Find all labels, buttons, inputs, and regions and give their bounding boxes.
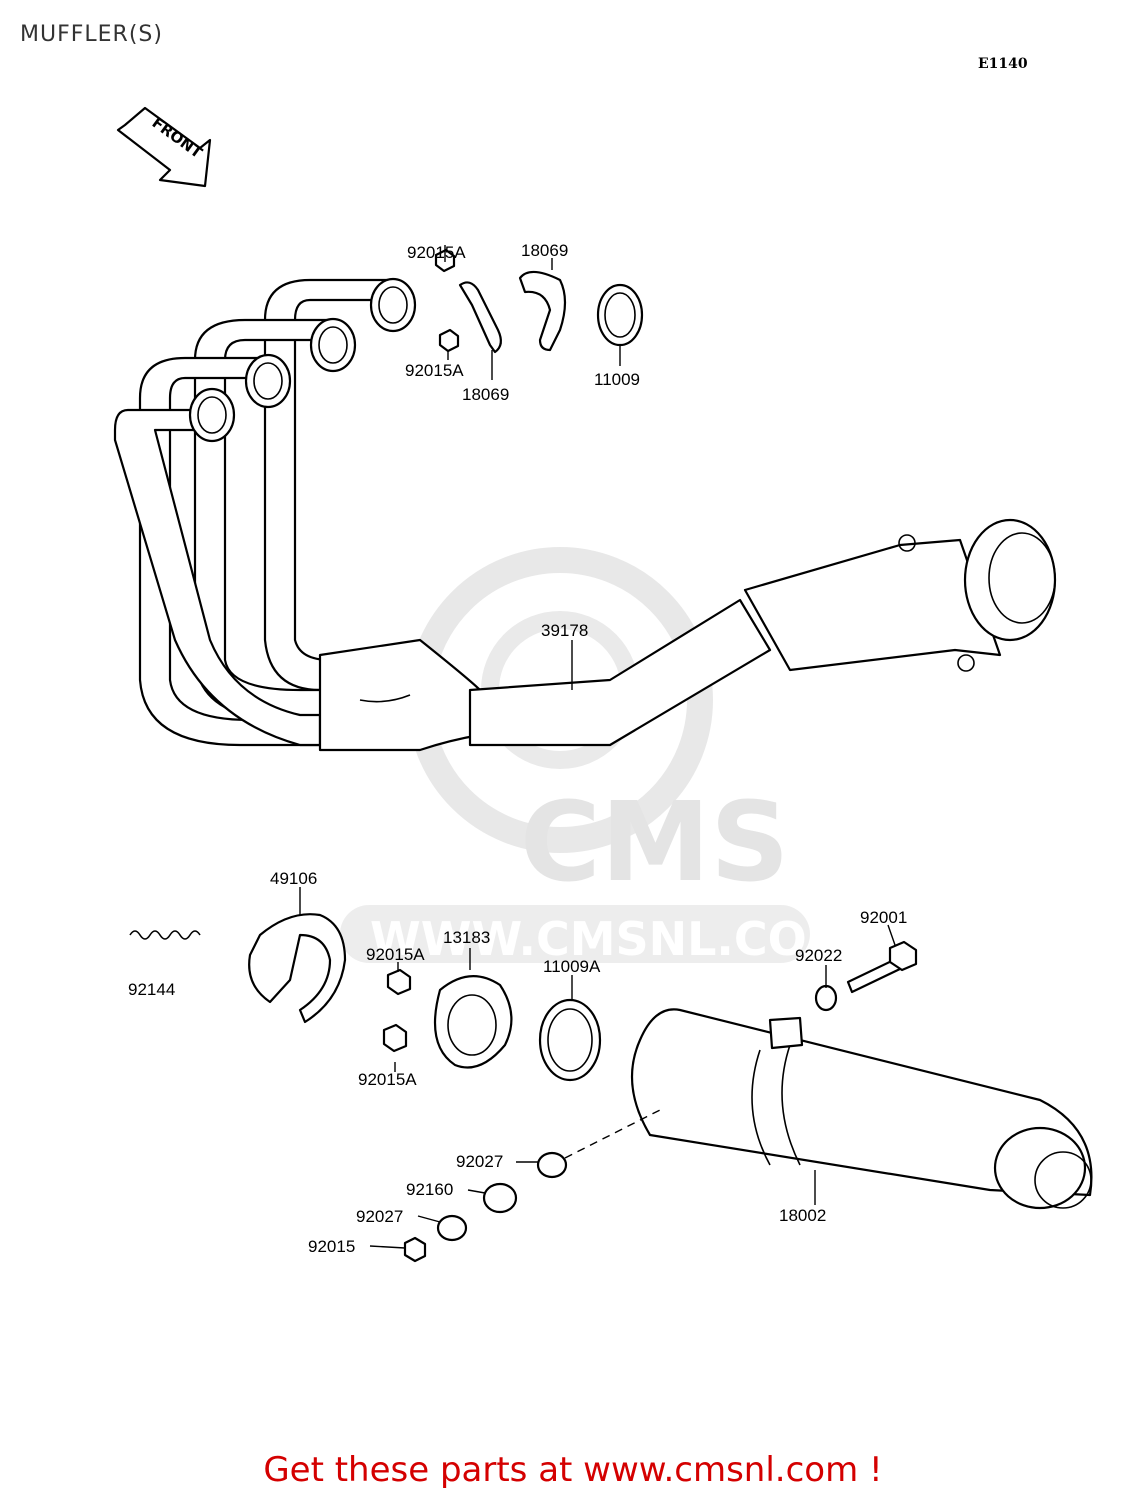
page-title: MUFFLER(S) xyxy=(20,22,163,47)
flange-18069-top xyxy=(518,270,567,352)
watermark-url: WWW.CMSNL.COM xyxy=(370,912,853,966)
part-number-labels: 92015A 18069 92015A 18069 11009 39178 49… xyxy=(128,241,907,1256)
part-label: 92015 xyxy=(308,1237,355,1256)
part-label: 92144 xyxy=(128,980,175,999)
part-label: 18069 xyxy=(521,241,568,260)
muffler-parts-lower xyxy=(129,913,1093,1263)
spring-92144 xyxy=(129,930,201,940)
flange-13183 xyxy=(433,975,513,1069)
part-label: 18069 xyxy=(462,385,509,404)
cms-watermark: CMS WWW.CMSNL.COM xyxy=(340,547,853,966)
washer-92022 xyxy=(814,984,838,1012)
grommet-92160 xyxy=(482,1182,518,1214)
leader-lines xyxy=(299,245,896,1249)
flange-parts-top xyxy=(434,248,644,354)
muffler-18002 xyxy=(630,1008,1093,1197)
part-label: 18002 xyxy=(779,1206,826,1225)
part-label: 92015A xyxy=(366,945,425,964)
muffler-bracket xyxy=(768,1016,804,1050)
part-label: 39178 xyxy=(541,621,588,640)
diagram-code: E1140 xyxy=(978,56,1028,72)
nut-92015A-mid xyxy=(438,328,460,353)
part-label: 92015A xyxy=(358,1070,417,1089)
part-label: 11009A xyxy=(543,957,601,976)
collar-92027-a xyxy=(536,1151,568,1179)
gasket-11009A xyxy=(538,998,602,1082)
part-label: 13183 xyxy=(443,928,490,947)
collar-92027-b xyxy=(436,1214,468,1242)
front-arrow-icon: FRONT xyxy=(116,106,212,188)
part-label: 92022 xyxy=(795,946,842,965)
part-label: 92027 xyxy=(356,1207,403,1226)
part-label: 92015A xyxy=(405,361,464,380)
heat-shield-49106 xyxy=(248,913,347,1024)
part-label: 92015A xyxy=(407,243,466,262)
exhaust-header-pipes xyxy=(113,277,1057,752)
watermark-brand: CMS xyxy=(520,778,789,906)
part-label: 92027 xyxy=(456,1152,503,1171)
part-label: 49106 xyxy=(270,869,317,888)
footer-link[interactable]: Get these parts at www.cmsnl.com ! xyxy=(263,1450,883,1490)
part-label: 92160 xyxy=(406,1180,453,1199)
nut-92015 xyxy=(403,1236,427,1263)
part-label: 92001 xyxy=(860,908,907,927)
flange-18069-bottom xyxy=(458,281,502,354)
part-label: 11009 xyxy=(594,370,640,389)
